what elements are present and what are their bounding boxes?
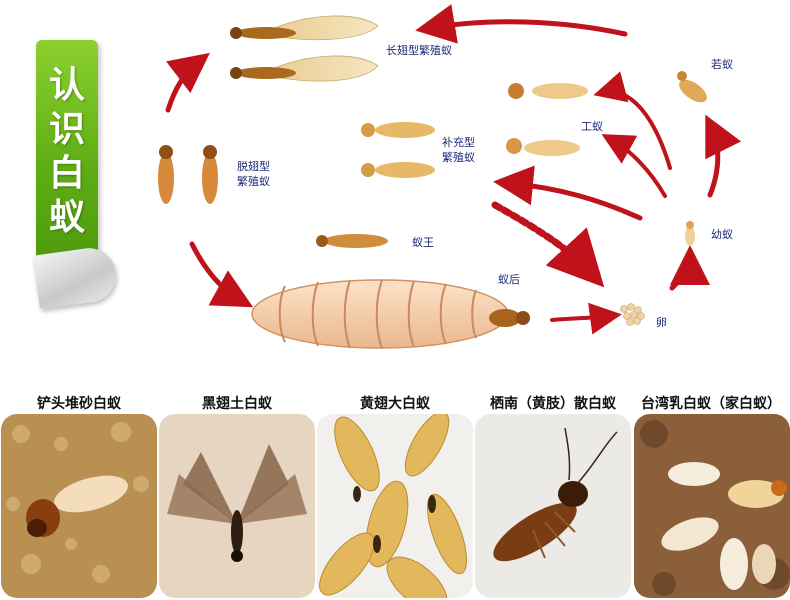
species-caption: 栖南（黄肢）散白蚁 — [490, 396, 616, 412]
label-dealate-line2: 繁殖蚁 — [237, 175, 270, 188]
long-wing-alate — [230, 15, 379, 82]
larva — [685, 221, 695, 246]
banner-char: 白 — [48, 153, 85, 194]
label-egg: 卵 — [656, 316, 667, 329]
supplementary-reproductives — [361, 122, 435, 178]
nymph — [677, 71, 707, 103]
eggs — [620, 303, 645, 326]
king — [316, 234, 388, 248]
label-nymph: 若蚁 — [711, 58, 733, 71]
species-caption: 台湾乳白蚁（家白蚁） — [641, 396, 781, 412]
workers — [506, 83, 588, 156]
lifecycle-arrows — [165, 4, 742, 335]
label-supplementary-line2: 繁殖蚁 — [442, 151, 475, 164]
label-long-wing-alate: 长翅型繁殖蚁 — [386, 44, 452, 57]
banner-title: 认 识 白 蚁 — [36, 64, 98, 240]
species-caption: 黄翅大白蚁 — [360, 396, 430, 412]
title-banner — [36, 40, 98, 265]
species-photo — [1, 414, 157, 598]
label-supplementary-line1: 补充型 — [442, 136, 475, 149]
species-caption: 黑翅土白蚁 — [202, 396, 272, 412]
banner-char: 认 — [48, 65, 85, 106]
queen — [251, 279, 530, 349]
label-dealate-line1: 脱翅型 — [237, 160, 270, 173]
label-larva: 幼蚁 — [711, 228, 733, 241]
species-photo — [475, 414, 631, 598]
label-worker: 工蚁 — [581, 120, 603, 133]
species-photo — [159, 414, 315, 598]
species-caption: 铲头堆砂白蚁 — [37, 396, 121, 412]
species-photo — [317, 414, 473, 598]
species-photo — [634, 414, 790, 598]
banner-char: 识 — [48, 109, 85, 150]
lifecycle-diagram — [158, 4, 742, 349]
label-king: 蚁王 — [412, 236, 434, 249]
banner-char: 蚁 — [48, 197, 85, 238]
label-queen: 蚁后 — [498, 273, 520, 286]
dealate-reproductives — [158, 145, 218, 204]
